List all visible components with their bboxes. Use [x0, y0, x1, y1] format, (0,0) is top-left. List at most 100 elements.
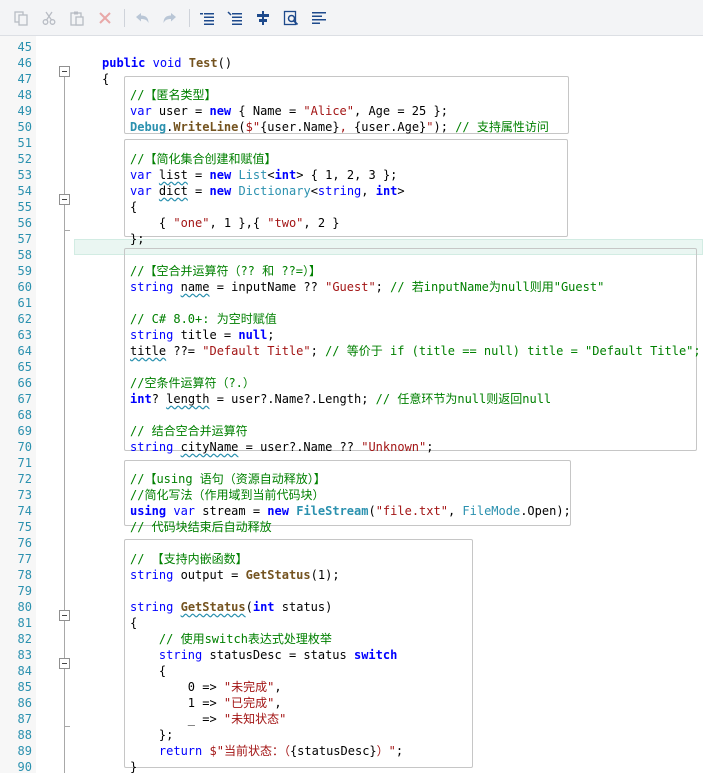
line-number: 62 — [17, 312, 32, 326]
code-token: null — [238, 328, 268, 342]
code-line[interactable]: //简化写法（作用域到当前代码块） — [130, 487, 324, 503]
code-line[interactable]: //空条件运算符（?.） — [130, 375, 255, 391]
paste-button[interactable] — [66, 7, 88, 29]
code-token: string — [130, 600, 174, 614]
code-line[interactable]: { — [130, 663, 166, 679]
code-line[interactable]: _ => "未知状态" — [130, 711, 287, 727]
align-center-button[interactable] — [252, 7, 274, 29]
code-line[interactable]: var dict = new Dictionary<string, int> — [130, 183, 405, 199]
code-token: () — [217, 56, 233, 70]
code-token: "Alice" — [303, 104, 354, 118]
cut-button[interactable] — [38, 7, 60, 29]
code-line[interactable]: //【简化集合创建和赋值】 — [130, 151, 276, 167]
code-token — [182, 56, 189, 70]
code-token: { — [102, 72, 110, 86]
copy-button[interactable] — [10, 7, 32, 29]
code-token: int — [252, 600, 275, 614]
fold-toggle-line-84[interactable] — [59, 658, 70, 669]
fold-toggle-line-55[interactable] — [59, 194, 70, 205]
line-number: 88 — [17, 728, 32, 742]
uncomment-lines-button[interactable] — [224, 7, 246, 29]
code-token: } — [130, 760, 138, 773]
code-line[interactable]: string statusDesc = status switch — [130, 647, 397, 663]
code-token: title = — [173, 328, 239, 342]
format-document-button[interactable] — [308, 7, 330, 29]
code-line[interactable]: var user = new { Name = "Alice", Age = 2… — [130, 103, 448, 119]
comment-lines-button[interactable] — [196, 7, 218, 29]
code-line[interactable]: //【匿名类型】 — [130, 87, 216, 103]
code-token — [130, 632, 159, 646]
code-line[interactable]: string title = null; — [130, 327, 275, 343]
code-line[interactable]: //【空合并运算符（?? 和 ??=）】 — [130, 263, 321, 279]
format-document-icon — [312, 11, 326, 24]
code-line[interactable]: int? length = user?.Name?.Length; // 任意环… — [130, 391, 551, 407]
fold-toggle-line-47[interactable] — [59, 66, 70, 77]
fold-guide-line — [64, 76, 65, 773]
code-token: " — [426, 120, 434, 134]
code-line[interactable]: using var stream = new FileStream("file.… — [130, 503, 571, 519]
code-token: user = — [151, 104, 210, 118]
code-token: var — [130, 168, 152, 182]
line-number: 55 — [17, 200, 32, 214]
code-line[interactable]: 0 => "未完成", — [130, 679, 282, 695]
code-token: dict — [158, 184, 188, 198]
code-token: //空条件运算符（?.） — [130, 376, 255, 390]
code-line[interactable]: public void Test() — [102, 55, 232, 71]
code-token: $"当前状态：（ — [209, 744, 290, 758]
code-token: FileMode — [462, 504, 521, 518]
paste-icon — [70, 11, 84, 26]
line-number: 58 — [17, 248, 32, 262]
code-line[interactable]: return $"当前状态：（{statusDesc}）"; — [130, 743, 403, 759]
code-block-null-coalescing — [124, 248, 697, 451]
code-line[interactable]: // 使用switch表达式处理枚举 — [130, 631, 332, 647]
code-token: ; — [310, 344, 326, 358]
code-line[interactable]: // 结合空合并运算符 — [130, 423, 248, 439]
code-line[interactable]: 1 => "已完成", — [130, 695, 282, 711]
code-line[interactable]: // 代码块结束后自动释放 — [130, 519, 272, 535]
find-button[interactable] — [280, 7, 302, 29]
code-line[interactable]: // C# 8.0+: 为空时赋值 — [130, 311, 277, 327]
code-line[interactable]: { — [130, 615, 137, 631]
line-number: 69 — [17, 424, 32, 438]
code-token: , 2 } — [303, 216, 340, 230]
code-line[interactable]: { — [130, 199, 137, 215]
code-token: output = — [173, 568, 246, 582]
line-number: 74 — [17, 504, 32, 518]
code-token: Debug — [130, 120, 167, 134]
code-line[interactable]: // 【支持内嵌函数】 — [130, 551, 248, 567]
line-number: 59 — [17, 264, 32, 278]
code-token: string — [130, 280, 174, 294]
delete-button[interactable] — [94, 7, 116, 29]
code-token: , — [361, 184, 376, 198]
line-number: 83 — [17, 648, 32, 662]
code-line[interactable]: title ??= "Default Title"; // 等价于 if (ti… — [130, 343, 701, 359]
code-block-using-statement — [124, 460, 571, 526]
code-token: "未知状态" — [223, 712, 287, 726]
code-token — [202, 744, 209, 758]
line-number: 80 — [17, 600, 32, 614]
fold-toggle-line-81[interactable] — [59, 610, 70, 621]
code-token: name — [180, 280, 210, 294]
code-line[interactable]: string GetStatus(int status) — [130, 599, 332, 615]
code-line[interactable]: { "one", 1 },{ "two", 2 } — [130, 215, 340, 231]
code-token: public — [102, 56, 146, 70]
code-line[interactable]: string name = inputName ?? "Guest"; // 若… — [130, 279, 604, 295]
redo-button[interactable] — [159, 7, 181, 29]
code-line[interactable]: } — [130, 759, 137, 773]
code-line[interactable]: string output = GetStatus(1); — [130, 567, 340, 583]
line-number: 50 — [17, 120, 32, 134]
code-line[interactable]: }; — [130, 727, 173, 743]
code-line[interactable]: { — [102, 71, 109, 87]
code-token: new — [267, 504, 289, 518]
undo-button[interactable] — [131, 7, 153, 29]
code-token: "已完成" — [223, 696, 275, 710]
code-line[interactable]: var list = new List<int> { 1, 2, 3 }; — [130, 167, 397, 183]
code-line[interactable]: string cityName = user?.Name ?? "Unknown… — [130, 439, 433, 455]
code-line[interactable]: Debug.WriteLine($"{user.Name}, {user.Age… — [130, 119, 549, 135]
code-line[interactable]: //【using 语句（资源自动释放）】 — [130, 471, 326, 487]
code-line[interactable]: }; — [130, 231, 144, 247]
code-token: }; — [130, 728, 174, 742]
code-token: , — [339, 120, 355, 134]
